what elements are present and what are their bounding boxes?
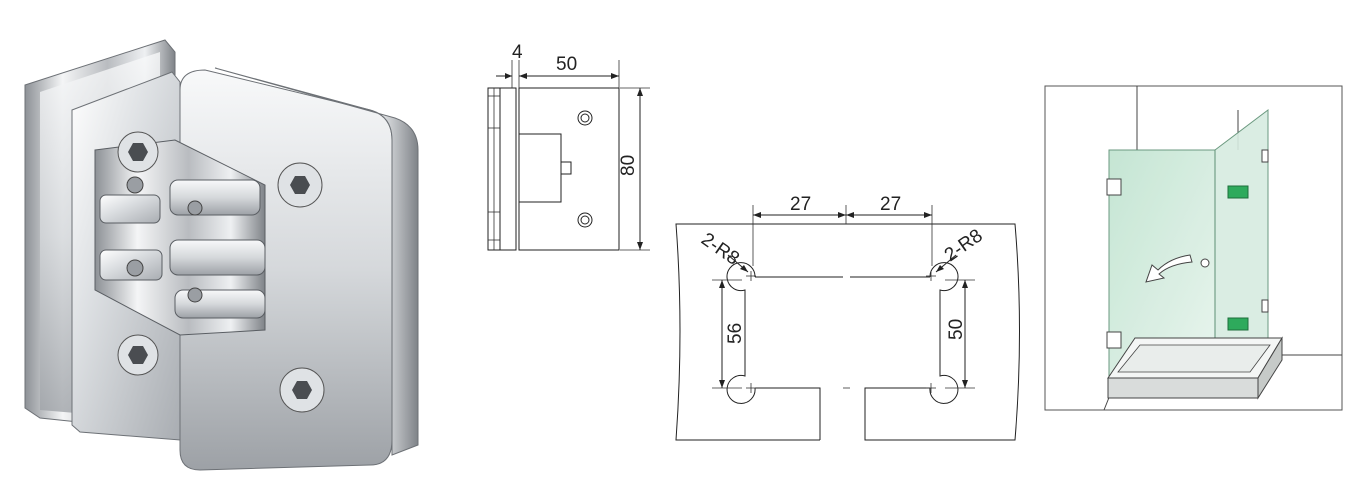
hinge-marker-bottom: [1227, 317, 1249, 331]
right-radius-label: 2-R8: [941, 225, 987, 266]
width-label: 50: [556, 54, 577, 75]
side-view-drawing: 4 50 80: [487, 42, 650, 251]
right-offset-label: 27: [880, 194, 901, 215]
height-label: 80: [618, 155, 639, 176]
thickness-label: 4: [512, 42, 523, 63]
hinge-marker-top: [1227, 185, 1249, 199]
left-offset-label: 27: [790, 194, 811, 215]
installation-illustration: [1044, 85, 1343, 411]
hinge-photo: [24, 39, 419, 471]
swing-arrow-icon: [1145, 254, 1193, 283]
right-height-label: 50: [946, 319, 967, 340]
glass-cutout-drawing: 27 27 2-R8 2-R8 56 50: [675, 194, 1020, 441]
left-height-label: 56: [725, 323, 746, 344]
screw-icon: [117, 131, 325, 413]
